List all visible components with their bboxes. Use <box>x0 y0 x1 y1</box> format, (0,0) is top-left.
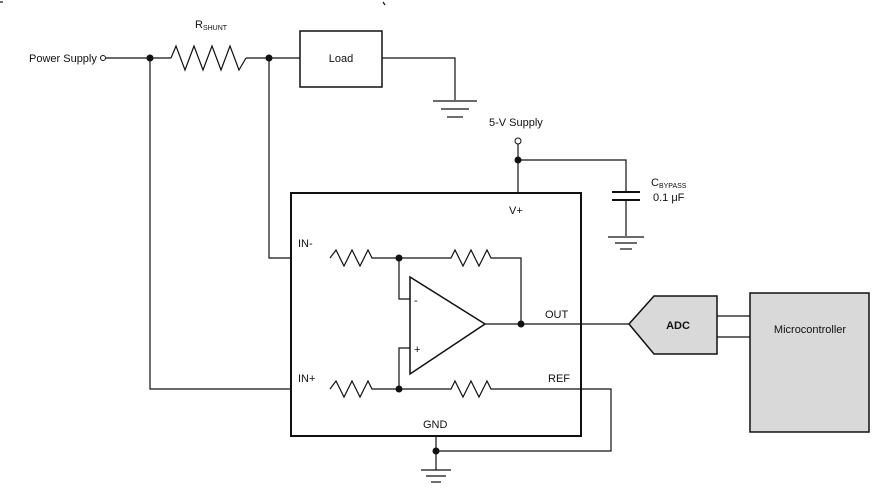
opamp-minus-label: - <box>414 295 418 307</box>
ref-resistor <box>399 379 612 452</box>
cbypass-label: CBYPASS <box>651 177 687 190</box>
ref-label: REF <box>548 373 570 385</box>
out-label: OUT <box>545 309 569 321</box>
feedback-resistor <box>399 248 522 324</box>
in-plus-resistor <box>329 379 399 399</box>
junction-dot <box>432 447 440 455</box>
junction-dot <box>517 320 525 328</box>
cbypass-label-main: C <box>651 177 659 189</box>
in-plus-label: IN+ <box>298 373 315 385</box>
load-box <box>299 30 383 88</box>
opamp-triangle <box>409 275 487 376</box>
opamp-plus-label: + <box>414 344 420 356</box>
cbypass-value: 0.1 μF <box>653 192 685 204</box>
supply-5v-label: 5-V Supply <box>489 117 543 129</box>
adc-label: ADC <box>666 320 690 332</box>
rshunt-label-main: R <box>195 19 203 31</box>
noninverting-input-wire <box>398 347 410 389</box>
bypass-wire <box>518 159 627 192</box>
microcontroller-label: Microcontroller <box>774 324 846 336</box>
inverting-input-wire <box>398 258 410 300</box>
vplus-label: V+ <box>509 205 523 217</box>
rshunt-resistor <box>170 44 247 72</box>
rshunt-label-sub: SHUNT <box>203 25 228 32</box>
load-label: Load <box>329 53 353 65</box>
in-minus-resistor <box>329 248 399 268</box>
in-minus-label: IN- <box>298 238 313 250</box>
microcontroller-block <box>749 292 870 433</box>
cbypass-capacitor <box>612 191 640 201</box>
in-plus-wire <box>149 58 330 390</box>
power-supply-label: Power Supply <box>29 53 97 65</box>
adc-block <box>628 295 718 355</box>
supply-5v-terminal <box>514 137 522 145</box>
gnd-label: GND <box>423 419 448 431</box>
cap-ground-icon <box>608 236 644 250</box>
gnd-ground-icon <box>421 469 451 483</box>
load-ground-icon <box>433 100 477 118</box>
load-ground-wire <box>382 57 456 100</box>
power-supply-terminal <box>100 55 106 61</box>
cbypass-label-sub: BYPASS <box>659 183 687 190</box>
clipped-text-remnant-2 <box>382 1 386 6</box>
rshunt-label: RSHUNT <box>195 19 228 32</box>
